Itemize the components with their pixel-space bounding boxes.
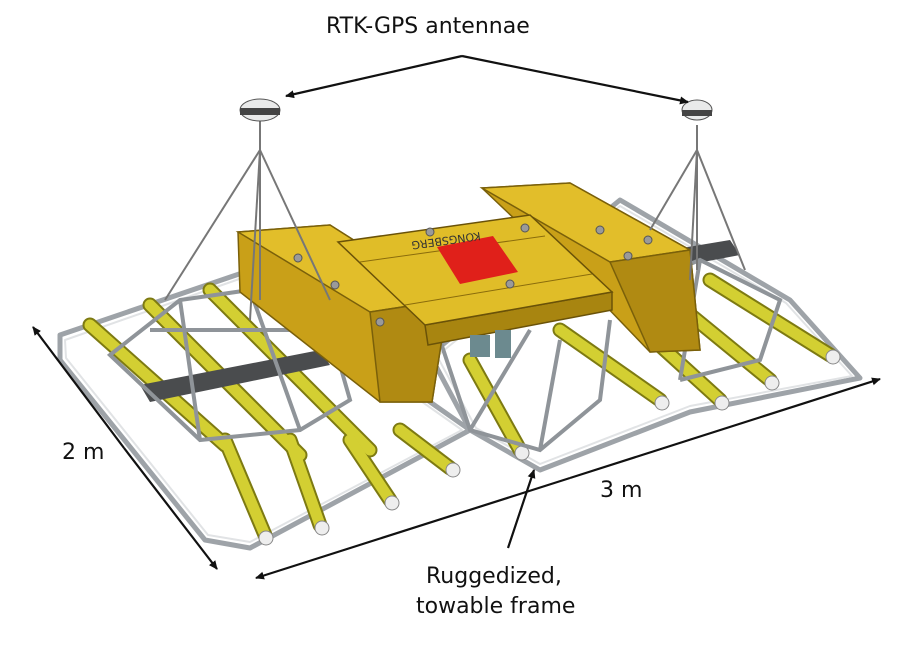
length-arrow-right bbox=[569, 377, 881, 480]
length-arrow-left bbox=[255, 476, 571, 580]
antennae-label: RTK-GPS antennae bbox=[326, 14, 530, 39]
length-label: 3 m bbox=[600, 478, 643, 503]
width-label: 2 m bbox=[62, 440, 105, 465]
width-arrow-top bbox=[32, 326, 125, 449]
frame-arrow bbox=[506, 469, 536, 549]
frame-label-line2: towable frame bbox=[416, 594, 576, 619]
arrow-to-left-antenna bbox=[285, 54, 463, 99]
left-antenna bbox=[164, 98, 331, 321]
logo-badge bbox=[437, 236, 518, 284]
annotation-arrows bbox=[32, 54, 881, 580]
right-antenna bbox=[649, 99, 746, 281]
arrow-to-right-antenna bbox=[461, 54, 689, 105]
frame-label-line1: Ruggedized, bbox=[426, 564, 562, 589]
central-hull: KONGSBERG bbox=[293, 214, 653, 358]
width-arrow-bottom bbox=[123, 447, 218, 570]
